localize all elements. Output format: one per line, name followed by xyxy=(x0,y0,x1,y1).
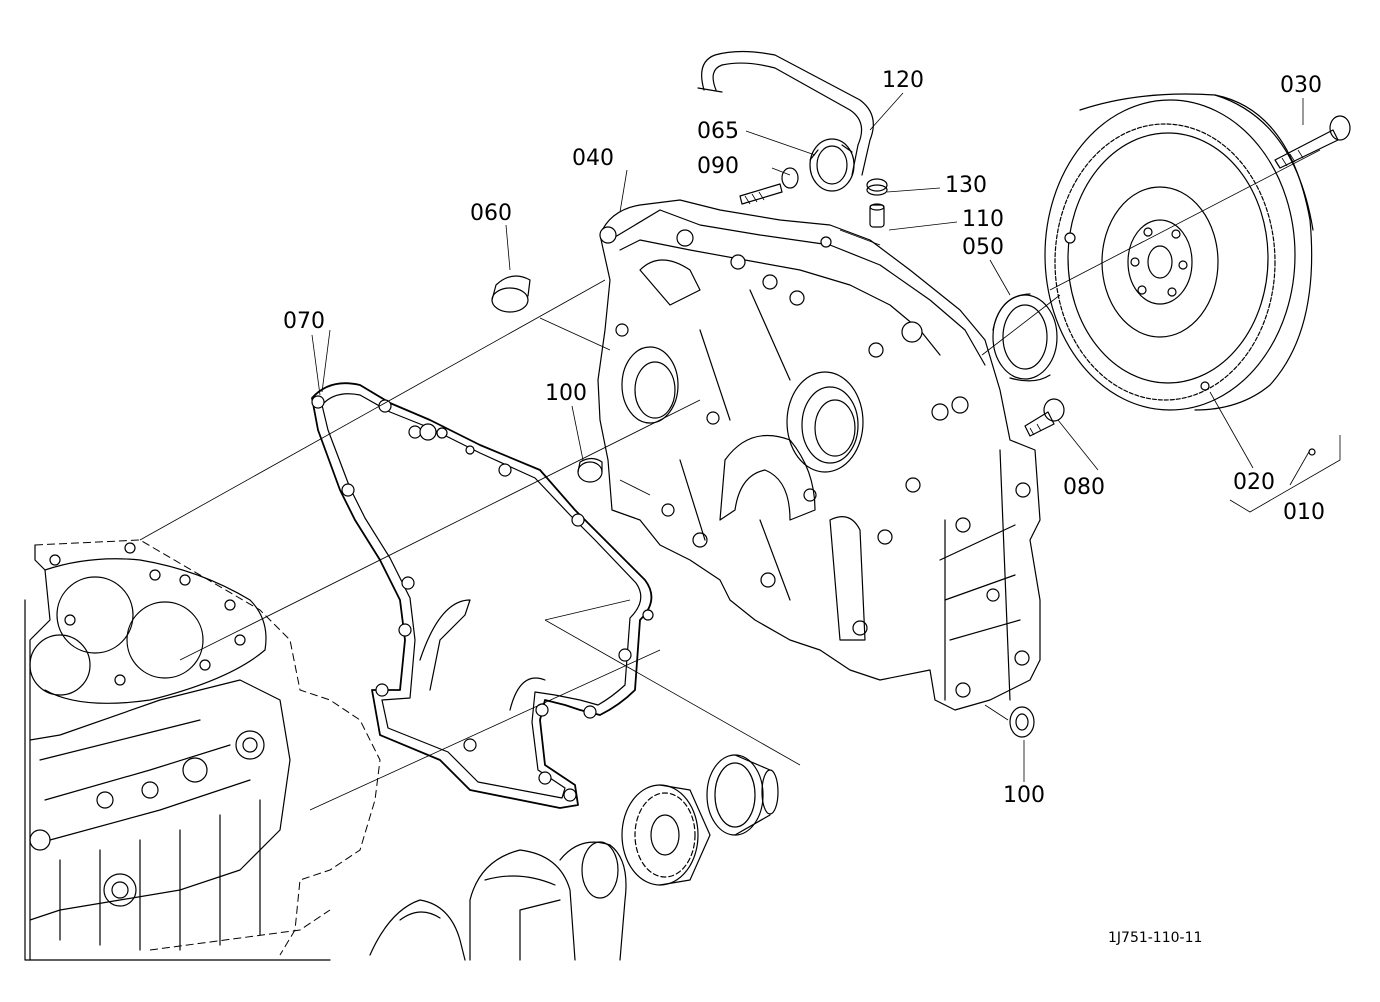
crankshaft xyxy=(369,841,627,961)
leader-lines xyxy=(311,92,1311,782)
callout-100-a: 100 xyxy=(545,381,587,406)
pipe-joint xyxy=(869,203,885,228)
part-callouts: 120 030 065 040 090 130 060 110 050 070 … xyxy=(283,68,1325,808)
oil-seal-large xyxy=(992,293,1058,382)
plug-100b xyxy=(1009,706,1035,738)
plug-060 xyxy=(491,275,531,313)
gasket xyxy=(311,382,654,809)
oil-seal-small xyxy=(809,138,855,192)
bolt-090 xyxy=(739,167,799,205)
callout-040: 040 xyxy=(572,146,614,171)
drawing-code: 1J751-110-11 xyxy=(1108,930,1202,946)
callout-120: 120 xyxy=(882,68,924,93)
callout-020: 020 xyxy=(1233,470,1275,495)
crank-collar xyxy=(706,754,779,836)
callout-090: 090 xyxy=(697,154,739,179)
callout-060: 060 xyxy=(470,201,512,226)
gear-case xyxy=(597,199,1041,711)
callout-030: 030 xyxy=(1280,73,1322,98)
clip xyxy=(866,178,888,196)
pipe xyxy=(697,50,874,176)
callout-050: 050 xyxy=(962,235,1004,260)
engine-block xyxy=(24,539,381,961)
callout-110: 110 xyxy=(962,207,1004,232)
crank-gear xyxy=(621,784,711,886)
plug-100a xyxy=(577,457,603,483)
callout-070: 070 xyxy=(283,309,325,334)
callout-080: 080 xyxy=(1063,475,1105,500)
flywheel xyxy=(1044,93,1316,456)
callout-100-b: 100 xyxy=(1003,783,1045,808)
bolt-080 xyxy=(1024,398,1065,437)
bolt-030 xyxy=(1274,115,1351,169)
guide-lines xyxy=(139,149,1341,811)
callout-065: 065 xyxy=(697,119,739,144)
callout-130: 130 xyxy=(945,173,987,198)
callout-010: 010 xyxy=(1283,500,1325,525)
